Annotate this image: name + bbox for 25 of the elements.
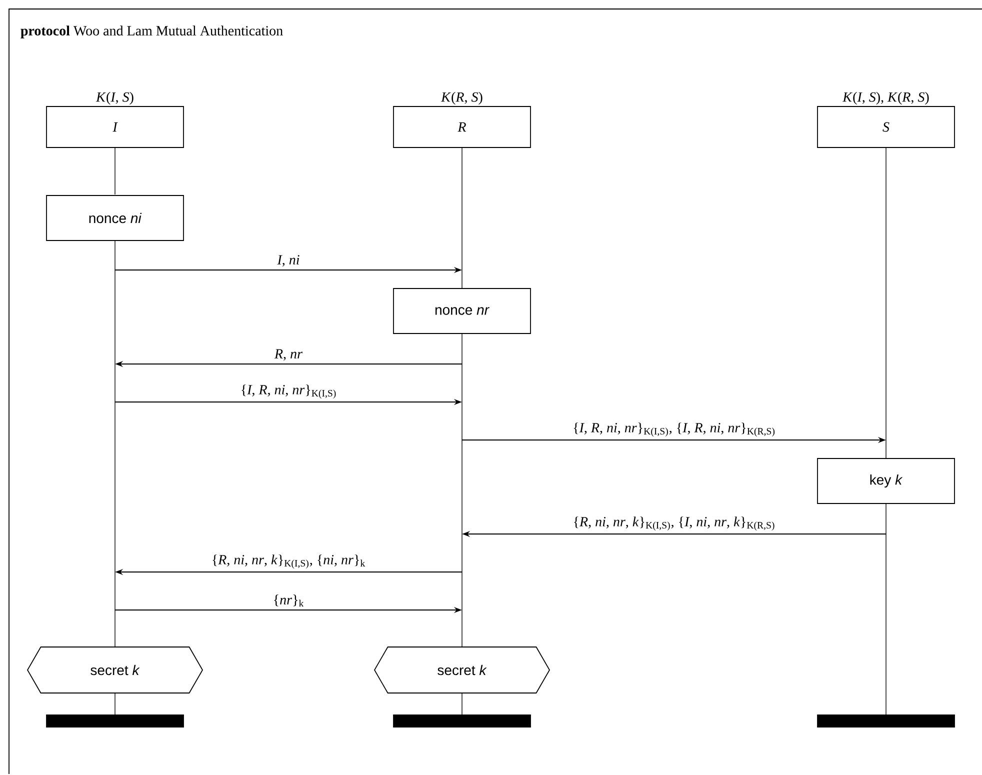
action-box: key k	[817, 458, 955, 504]
frame-title: protocol Woo and Lam Mutual Authentication	[20, 26, 283, 38]
message-label: {I, R, ni, nr}$_{K(I,S)}$	[239, 384, 338, 400]
key-label: K(I, S), K(R, S)	[842, 92, 929, 105]
key-label: K(R, S)	[440, 92, 482, 105]
lifeline	[114, 147, 116, 195]
message-label: I, ni	[276, 254, 301, 268]
instance-box: R	[393, 106, 531, 148]
instance-end-bar	[393, 714, 531, 728]
instance-box: I	[46, 106, 184, 148]
lifeline	[114, 692, 116, 716]
condition-hexagon: secret k	[374, 646, 550, 694]
key-label: K(I, S)	[96, 92, 134, 105]
message-label: R, nr	[273, 348, 304, 362]
message-label: {I, R, ni, nr}$_{K(I,S)}$, {I, R, ni, nr}$_{K(R,S)}$	[572, 422, 776, 438]
lifeline	[114, 239, 116, 647]
message-label: {nr}$_{k}$	[272, 594, 306, 608]
instance-box: S	[817, 106, 955, 148]
instance-end-bar	[817, 714, 955, 728]
message-label: {R, ni, nr, k}$_{K(I,S)}$, {I, ni, nr, k}$_{K(R,S)}$	[572, 516, 776, 532]
condition-hexagon: secret k	[27, 646, 204, 694]
instance-end-bar	[46, 714, 184, 728]
action-box: nonce ni	[46, 195, 184, 241]
action-box: nonce nr	[393, 288, 531, 334]
message-label: {R, ni, nr, k}$_{K(I,S)}$, {ni, nr}$_{k}$	[210, 554, 367, 570]
